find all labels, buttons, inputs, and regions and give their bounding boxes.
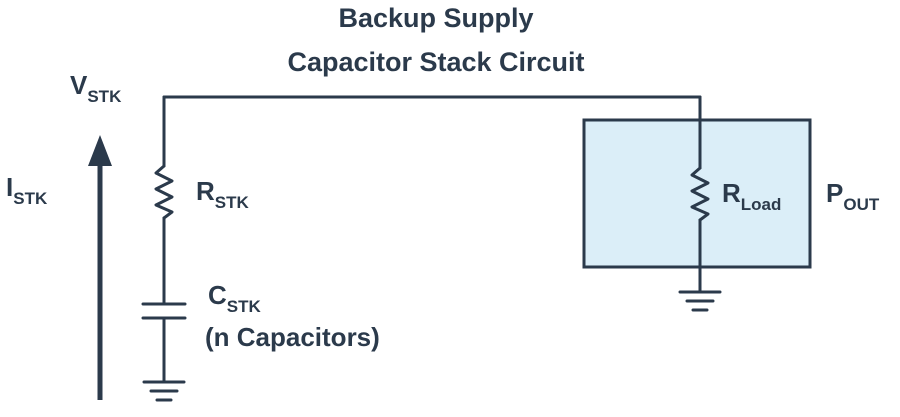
cstk-capacitor bbox=[141, 302, 187, 320]
rload-resistor bbox=[690, 166, 710, 222]
label-rstk: RSTK bbox=[196, 176, 250, 212]
current-arrow-icon bbox=[88, 135, 112, 400]
label-rload: RLoad bbox=[722, 178, 781, 214]
label-vstk: VSTK bbox=[70, 70, 122, 106]
rstk-resistor bbox=[154, 164, 174, 220]
label-cstk: CSTK bbox=[208, 280, 262, 316]
ground-symbol-right bbox=[678, 290, 722, 312]
diagram-title-line2: Capacitor Stack Circuit bbox=[287, 47, 584, 77]
diagram-title-line1: Backup Supply bbox=[338, 3, 533, 33]
label-pout: POUT bbox=[826, 178, 880, 214]
label-istk: ISTK bbox=[6, 172, 48, 208]
ground-symbol-left bbox=[142, 380, 186, 402]
label-cstk-note: (n Capacitors) bbox=[205, 322, 380, 352]
